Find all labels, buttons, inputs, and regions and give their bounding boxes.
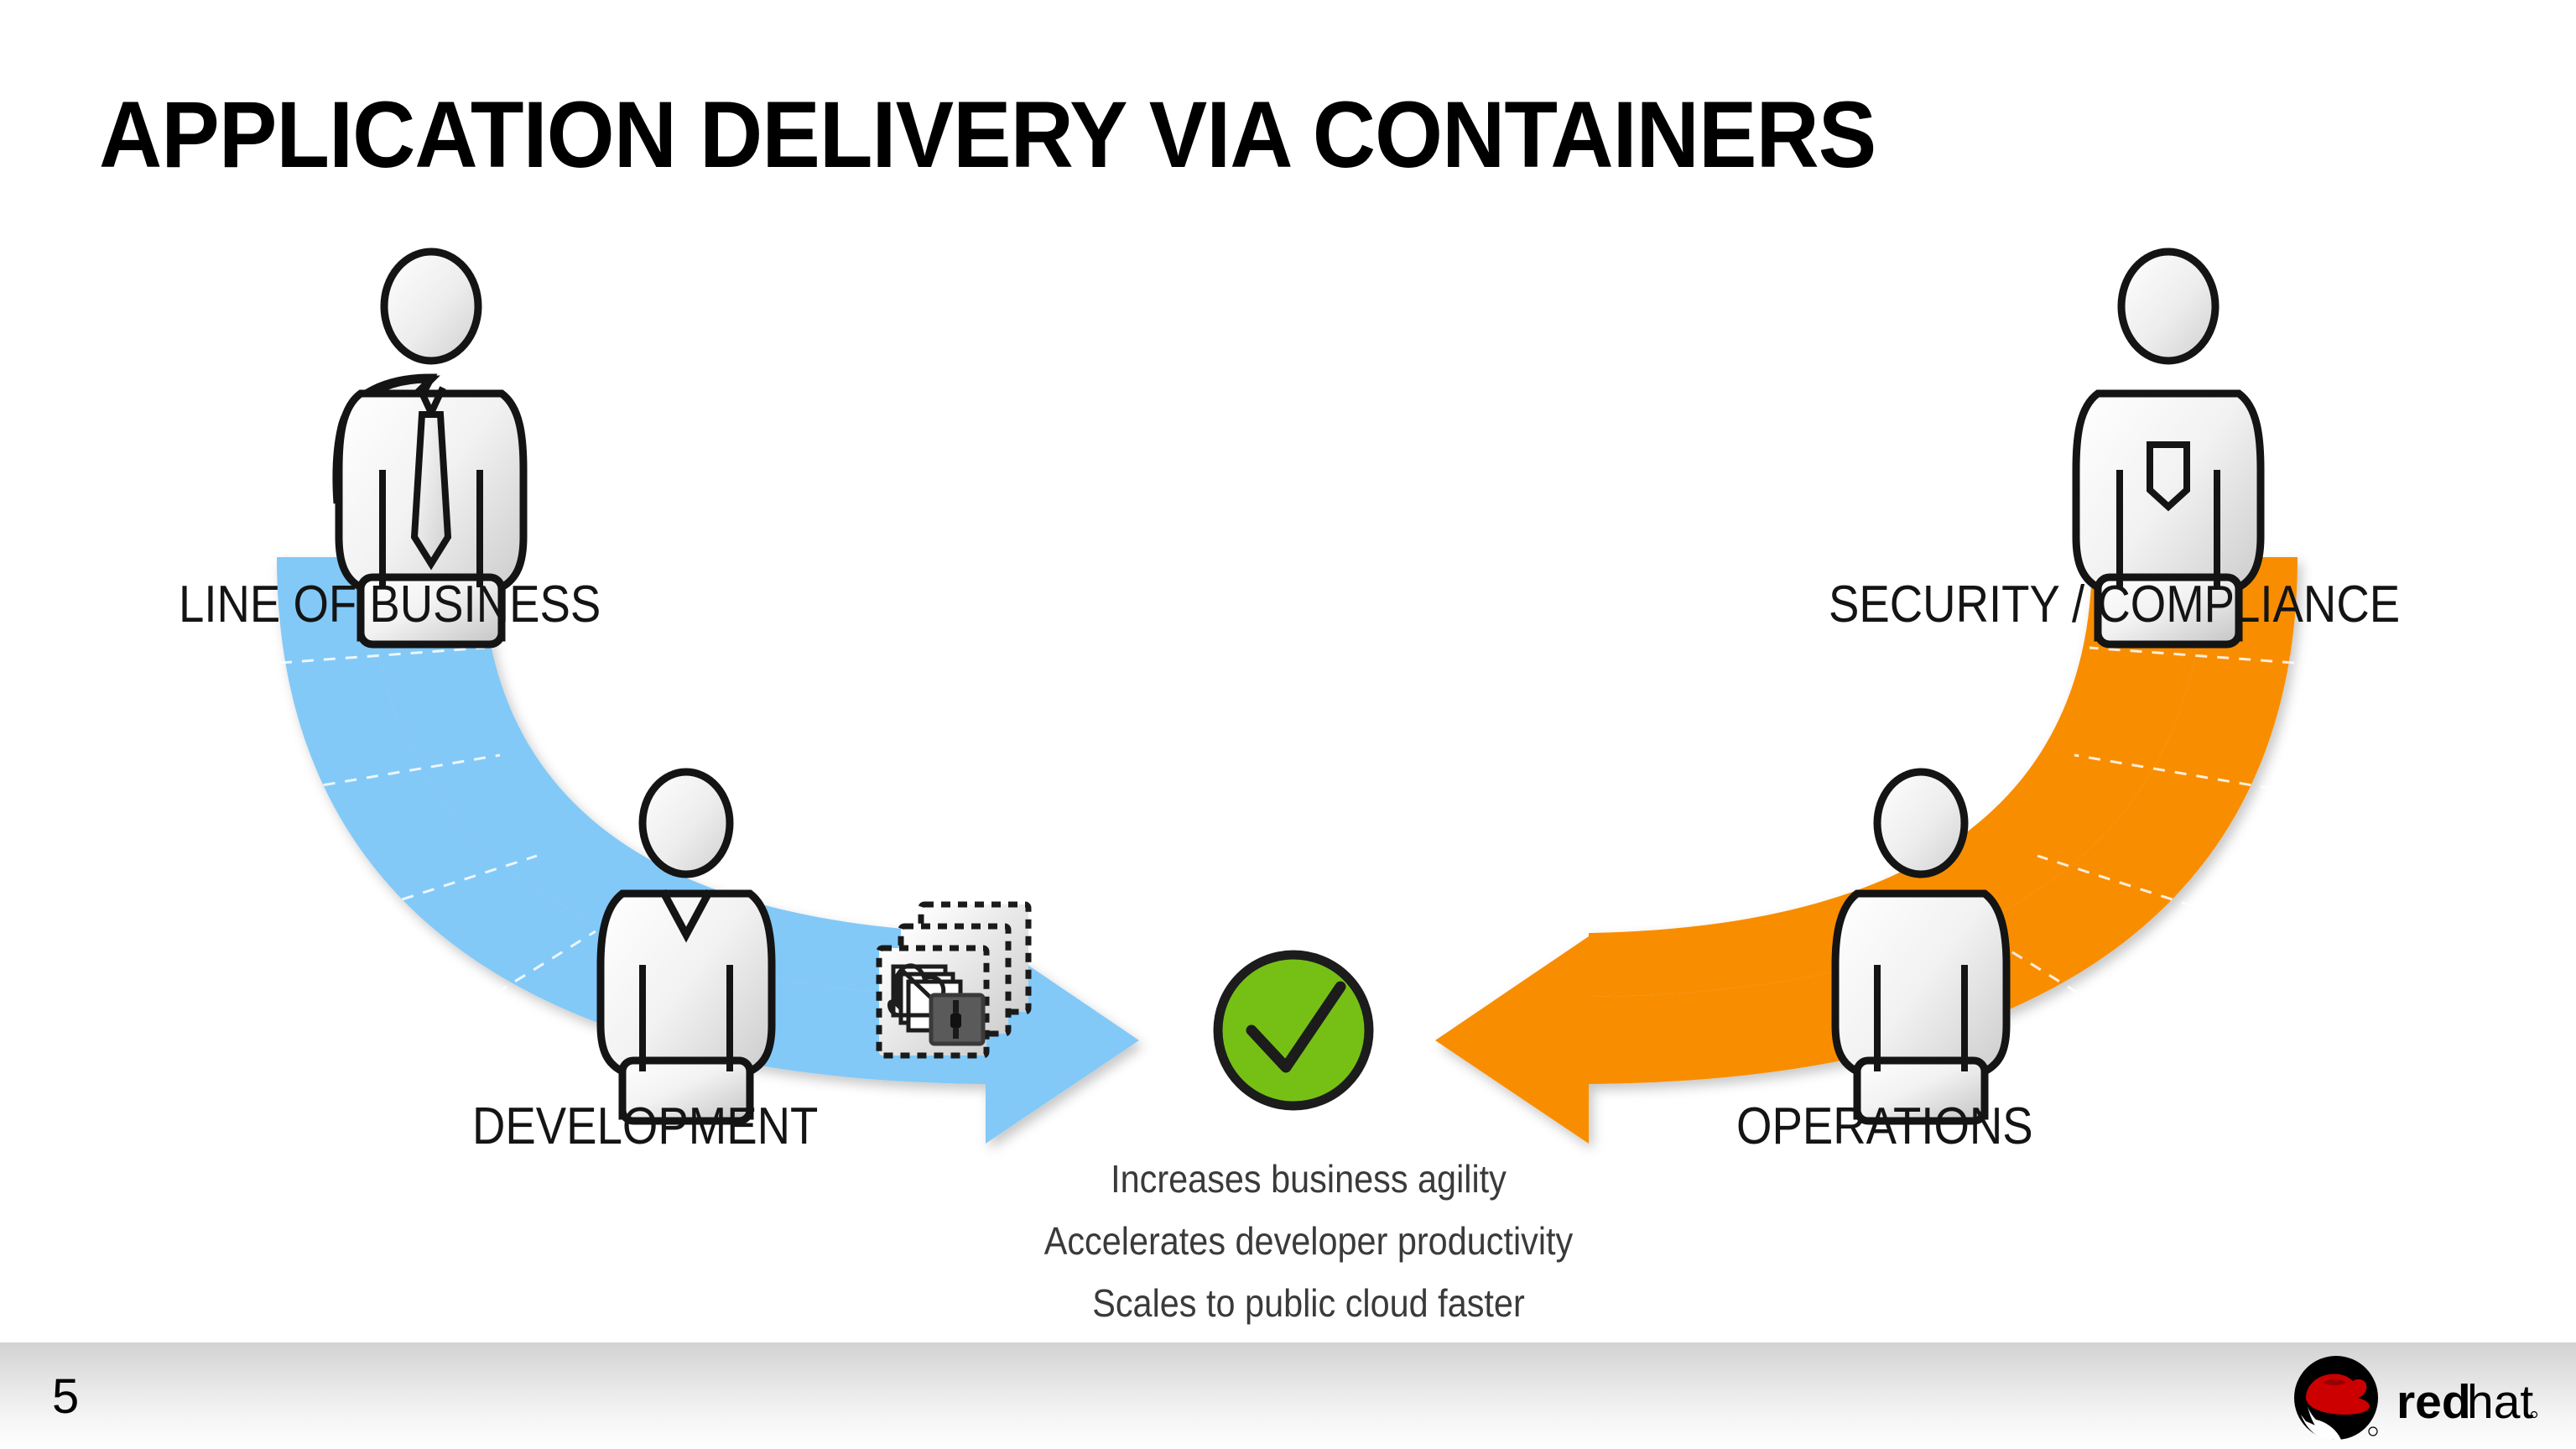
redhat-wordmark-bold: red [2396, 1375, 2471, 1429]
slide-footer: 5 red hat [0, 1342, 2576, 1449]
role-label-operations: OPERATIONS [1736, 1097, 2033, 1155]
page-title: APPLICATION DELIVERY VIA CONTAINERS [99, 82, 1876, 187]
shadowman-icon [2294, 1356, 2378, 1441]
redhat-logo-svg: red hat [2294, 1356, 2538, 1441]
benefit-line: Scales to public cloud faster [1092, 1281, 1525, 1325]
diagram-svg [277, 248, 2298, 1144]
process-flow-diagram: LINE OF BUSINESS DEVELOPMENT SECURITY / … [179, 248, 2401, 1334]
person-icon-development [596, 768, 776, 1125]
role-label-line-of-business: LINE OF BUSINESS [179, 576, 601, 633]
role-label-security-compliance: SECURITY / COMPLIANCE [1829, 576, 2401, 633]
person-icon-operations [1831, 768, 2011, 1125]
blue-arrow-segments [279, 646, 706, 1061]
redhat-wordmark-light: hat [2467, 1375, 2533, 1429]
person-icon-line-of-business [332, 248, 528, 649]
person-icon-security-compliance [2072, 248, 2265, 649]
page-number: 5 [52, 1369, 80, 1424]
success-check-icon [1213, 950, 1374, 1111]
container-stack-icon [876, 901, 1032, 1059]
benefits-list: Increases business agility Accelerates d… [889, 1148, 1728, 1334]
redhat-logo: red hat [2292, 1354, 2544, 1441]
role-label-development: DEVELOPMENT [472, 1097, 819, 1155]
registered-mark-icon [2530, 1410, 2538, 1419]
benefit-line: Accelerates developer productivity [1043, 1219, 1574, 1263]
benefit-line: Increases business agility [1111, 1157, 1507, 1201]
